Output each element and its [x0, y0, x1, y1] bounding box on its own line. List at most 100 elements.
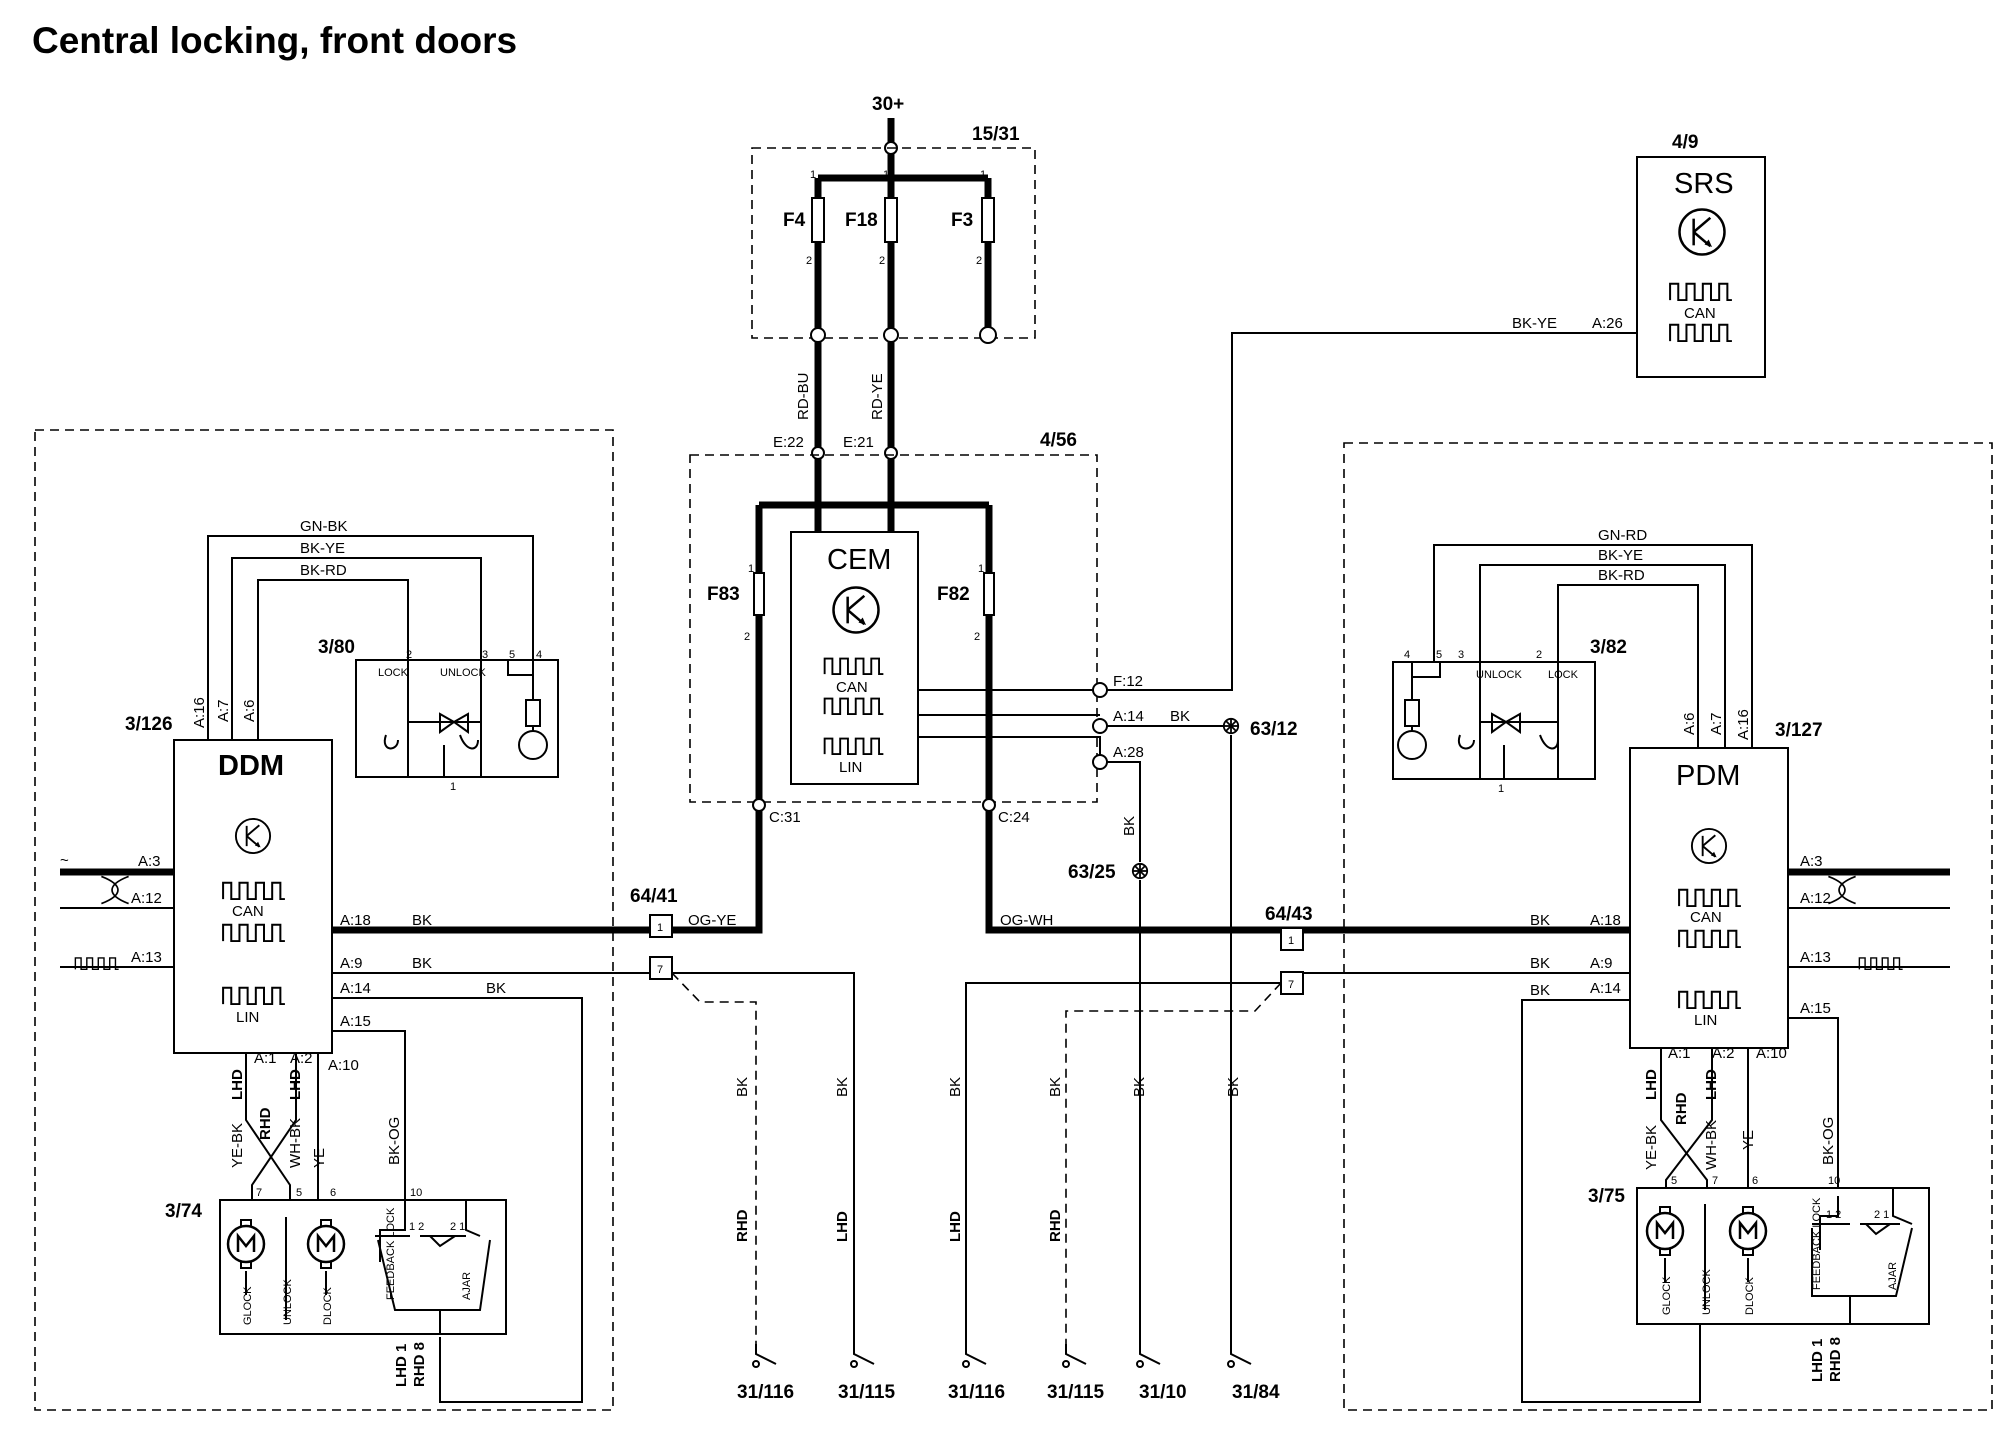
- svg-text:LHD 1: LHD 1: [1809, 1339, 1826, 1382]
- ddm-label: DDM: [218, 750, 284, 782]
- pdm-ref: 3/127: [1775, 720, 1823, 741]
- svg-text:CAN: CAN: [232, 903, 264, 920]
- supply-label: 30+: [872, 94, 904, 115]
- svg-text:A:12: A:12: [131, 890, 162, 907]
- svg-text:BK: BK: [1047, 1077, 1064, 1097]
- left-door-area: [34, 429, 614, 1411]
- svg-text:F4: F4: [783, 210, 806, 231]
- connector-64-41: 64/41: [630, 886, 678, 907]
- ddm-ref: 3/126: [125, 714, 173, 735]
- svg-text:7: 7: [256, 1187, 262, 1199]
- svg-text:A:2: A:2: [1712, 1045, 1735, 1062]
- svg-text:A:10: A:10: [1756, 1045, 1787, 1062]
- fuse-f18: F18 1 2: [845, 169, 898, 335]
- svg-text:BK: BK: [834, 1077, 851, 1097]
- svg-text:2: 2: [879, 255, 885, 267]
- svg-text:1 2: 1 2: [409, 1221, 424, 1233]
- svg-text:BK-YE: BK-YE: [1598, 547, 1643, 564]
- svg-text:1: 1: [1498, 783, 1504, 795]
- svg-text:5: 5: [1671, 1175, 1677, 1187]
- svg-text:5: 5: [1436, 649, 1442, 661]
- svg-text:A:16: A:16: [1735, 709, 1752, 740]
- svg-text:BK: BK: [1530, 982, 1550, 999]
- ground-31-84: 31/84: [1232, 1382, 1280, 1403]
- svg-text:YE-BK: YE-BK: [1643, 1125, 1660, 1170]
- svg-text:2: 2: [974, 631, 980, 643]
- twisted-pair-icon: [100, 875, 130, 905]
- svg-text:F83: F83: [707, 584, 740, 605]
- twisted-pair-icon: [1827, 875, 1857, 905]
- svg-text:E:21: E:21: [843, 434, 874, 451]
- svg-text:CAN: CAN: [836, 679, 868, 696]
- svg-text:DLOCK: DLOCK: [322, 1286, 334, 1325]
- svg-text:DLOCK: DLOCK: [1744, 1276, 1756, 1315]
- ground-31-115-right: 31/115: [1047, 1382, 1104, 1403]
- lock-motor-3-75-ref: 3/75: [1588, 1186, 1625, 1207]
- led-icon: [518, 730, 548, 760]
- wire-og-wh: [985, 811, 1432, 934]
- switch-icon: [1457, 734, 1559, 750]
- svg-text:2 1: 2 1: [450, 1221, 465, 1233]
- svg-text:BK-OG: BK-OG: [386, 1117, 403, 1165]
- svg-text:3: 3: [1458, 649, 1464, 661]
- svg-text:CAN: CAN: [1690, 909, 1722, 926]
- svg-text:AJAR: AJAR: [1887, 1262, 1899, 1290]
- svg-text:BK: BK: [412, 955, 432, 972]
- cem-label: CEM: [827, 544, 891, 576]
- ground-icon: [1062, 1343, 1087, 1368]
- svg-text:1 2: 1 2: [1826, 1209, 1841, 1221]
- svg-text:E:22: E:22: [773, 434, 804, 451]
- svg-text:GN-BK: GN-BK: [300, 518, 348, 535]
- svg-text:2: 2: [744, 631, 750, 643]
- svg-text:1: 1: [810, 169, 816, 181]
- ground-icon: [752, 1343, 777, 1368]
- svg-text:AJAR: AJAR: [461, 1272, 473, 1300]
- svg-text:OG-WH: OG-WH: [1000, 912, 1053, 929]
- svg-text:A:16: A:16: [191, 697, 208, 728]
- fuse-box-ref: 15/31: [972, 124, 1020, 145]
- svg-text:2: 2: [406, 649, 412, 661]
- svg-text:LHD: LHD: [1703, 1069, 1720, 1100]
- svg-text:1: 1: [1288, 935, 1294, 947]
- transistor-icon: [1678, 208, 1726, 256]
- svg-text:F3: F3: [951, 210, 973, 231]
- svg-text:1: 1: [980, 169, 986, 181]
- switch-3-82: [1392, 661, 1596, 780]
- svg-text:A:12: A:12: [1800, 890, 1831, 907]
- svg-text:A:2: A:2: [290, 1050, 313, 1067]
- transistor-icon: [234, 817, 272, 855]
- svg-text:BK: BK: [1121, 816, 1138, 836]
- svg-text:BK: BK: [1530, 912, 1550, 929]
- svg-text:C:31: C:31: [769, 809, 801, 826]
- svg-text:4: 4: [1404, 649, 1410, 661]
- svg-text:BK-RD: BK-RD: [300, 562, 347, 579]
- svg-text:LHD: LHD: [834, 1211, 851, 1242]
- svg-text:BK-RD: BK-RD: [1598, 567, 1645, 584]
- switch-icon: [383, 734, 479, 750]
- svg-text:F82: F82: [937, 584, 970, 605]
- svg-text:7: 7: [1712, 1175, 1718, 1187]
- svg-text:3: 3: [482, 649, 488, 661]
- svg-text:1: 1: [450, 781, 456, 793]
- svg-text:2: 2: [806, 255, 812, 267]
- transistor-icon: [832, 586, 880, 634]
- wire-rd-ye: RD-YE: [869, 373, 886, 420]
- svg-text:UNLOCK: UNLOCK: [440, 667, 487, 679]
- svg-text:LOCK: LOCK: [1548, 669, 1579, 681]
- switch-3-80: [355, 659, 559, 778]
- svg-text:2: 2: [1536, 649, 1542, 661]
- svg-text:1: 1: [657, 922, 663, 934]
- ground-icon: [850, 1343, 875, 1368]
- svg-text:A:3: A:3: [138, 853, 161, 870]
- svg-text:BK-OG: BK-OG: [1820, 1117, 1837, 1165]
- lock-motor-3-74-ref: 3/74: [165, 1201, 202, 1222]
- svg-text:A:1: A:1: [1668, 1045, 1691, 1062]
- svg-text:BK: BK: [734, 1077, 751, 1097]
- svg-text:BK: BK: [412, 912, 432, 929]
- svg-text:A:1: A:1: [254, 1050, 277, 1067]
- svg-text:F18: F18: [845, 210, 878, 231]
- svg-text:C:24: C:24: [998, 809, 1030, 826]
- fuse-f82: [983, 572, 995, 616]
- svg-text:LHD: LHD: [947, 1211, 964, 1242]
- ddm-module: [173, 739, 333, 1054]
